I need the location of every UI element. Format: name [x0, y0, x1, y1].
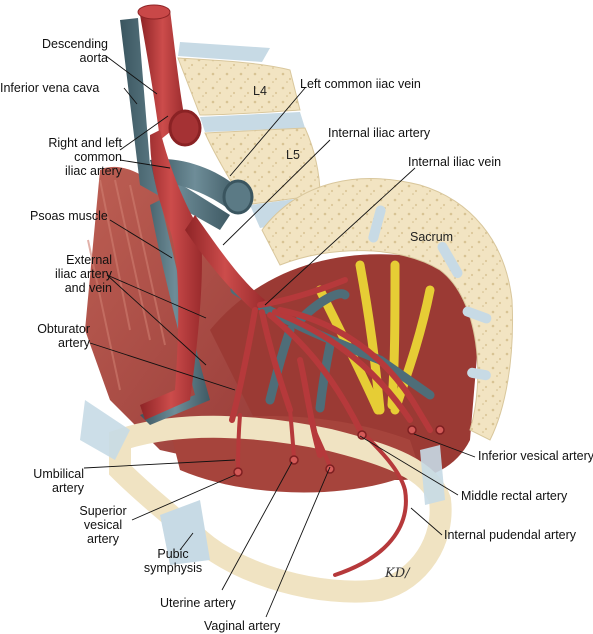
label-internal-iliac-vein: Internal iliac vein	[408, 155, 502, 169]
right-common-iliac-artery-cut	[168, 109, 202, 147]
acetabulum-blue	[80, 400, 130, 460]
label-l5: L5	[286, 148, 300, 162]
sacral-foramen-2	[437, 242, 463, 278]
descending-branches	[236, 408, 408, 577]
label-descending-aorta: Descending aorta	[41, 37, 108, 65]
label-vaginal-artery: Vaginal artery	[204, 619, 281, 633]
label-inferior-vena-cava: Inferior vena cava	[0, 81, 100, 95]
label-internal-pudendal-artery: Internal pudendal artery	[444, 528, 577, 542]
disc-l4	[200, 112, 305, 132]
sacrum-bone	[261, 178, 513, 441]
label-common-iliac-artery: Right and left common iliac artery	[48, 136, 122, 178]
pubic-symphysis-disc	[160, 500, 210, 565]
label-superior-vesical-artery: Superior vesical artery	[79, 504, 127, 546]
ischial-blue	[420, 445, 445, 505]
artist-signature: KD/	[385, 566, 410, 581]
label-uterine-artery: Uterine artery	[160, 596, 236, 610]
left-muscle-fibers	[87, 179, 166, 391]
internal-iliac-arterial-branches	[229, 277, 433, 458]
label-umbilical-artery: Umbilical artery	[33, 467, 84, 495]
label-l4: L4	[253, 84, 267, 98]
sacral-foramen-4	[467, 367, 491, 381]
disc-l3	[178, 42, 270, 62]
label-middle-rectal-artery: Middle rectal artery	[461, 489, 568, 503]
vertebra-l4	[177, 57, 301, 116]
aorta-cut	[137, 4, 171, 20]
label-sacrum: Sacrum	[410, 230, 454, 244]
label-obturator-artery: Obturator artery	[37, 322, 90, 350]
label-internal-iliac-artery: Internal iliac artery	[328, 126, 431, 140]
label-pubic-symphysis: Pubic symphysis	[143, 547, 203, 575]
leader-lines	[83, 55, 476, 618]
label-left-common-iliac-vein: Left common iiac vein	[300, 77, 421, 91]
label-inferior-vesical-artery: Inferior vesical artery	[478, 449, 593, 463]
left-common-iliac-vein-cut	[222, 179, 254, 215]
inferior-vena-cava-vessel	[120, 18, 230, 230]
sacral-foramen-3	[462, 306, 492, 324]
sacral-foramen-1	[368, 205, 386, 243]
label-external-iliac: External iliac artery and vein	[55, 253, 112, 295]
descending-aorta-vessel	[140, 10, 185, 140]
internal-iliac-artery-vessel	[185, 215, 265, 312]
label-psoas-muscle: Psoas muscle	[30, 209, 108, 223]
